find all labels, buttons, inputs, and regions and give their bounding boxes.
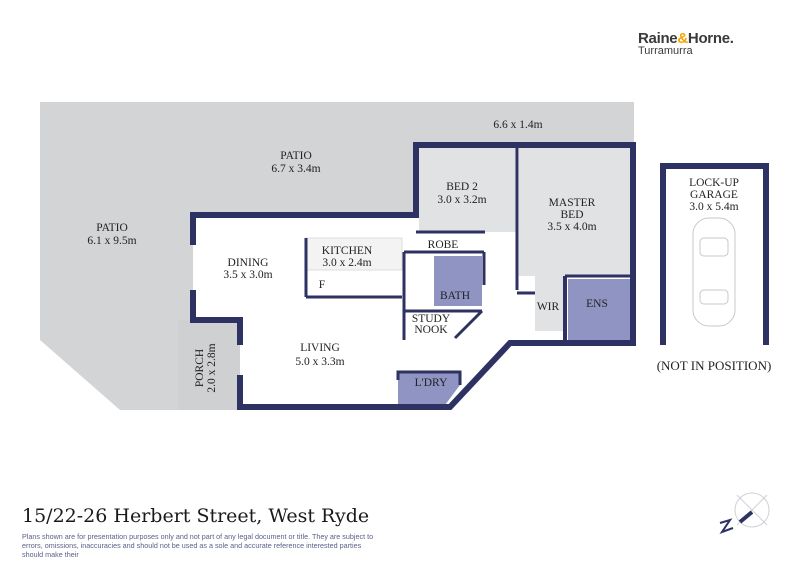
patio-area	[40, 102, 634, 410]
master-floor	[519, 148, 630, 276]
brand-word-1: Raine	[638, 30, 678, 47]
master-size: 3.5 x 4.0m	[547, 221, 596, 233]
kitchen-size: 3.0 x 2.4m	[322, 257, 371, 269]
living-label: LIVING	[300, 342, 340, 354]
master-label-2: BED	[561, 209, 584, 221]
brand-ampersand: &	[677, 30, 688, 47]
patio-left-label: PATIO	[96, 222, 128, 234]
porch-size: 2.0 x 2.8m	[206, 343, 218, 392]
laundry-floor	[398, 372, 460, 405]
fridge-label: F	[319, 279, 325, 291]
garage-label-1: LOCK-UP	[689, 177, 739, 189]
wir-floor	[535, 276, 565, 331]
car-icon	[692, 217, 736, 327]
patio-left-size: 6.1 x 9.5m	[87, 235, 136, 247]
patio-top-size: 6.7 x 3.4m	[271, 163, 320, 175]
brand-logo: Raine&Horne. Turramurra	[638, 30, 734, 57]
garage-note: (NOT IN POSITION)	[657, 358, 772, 373]
brand-word-2: Horne	[687, 30, 730, 47]
bath-label: BATH	[440, 290, 470, 302]
kitchen-label: KITCHEN	[322, 245, 373, 257]
ens-floor	[568, 279, 630, 341]
study-label-1: STUDY	[412, 313, 451, 325]
robe-label: ROBE	[428, 239, 459, 251]
walls	[190, 142, 636, 410]
laundry-label: L'DRY	[415, 377, 448, 389]
dining-label: DINING	[228, 257, 269, 269]
patio-top-label: PATIO	[280, 150, 312, 162]
living-size: 5.0 x 3.3m	[295, 356, 344, 368]
dining-size: 3.5 x 3.0m	[223, 269, 272, 281]
kitchen-bench	[305, 237, 403, 271]
porch-area	[178, 320, 240, 410]
north-compass-icon	[719, 492, 770, 534]
master-label-1: MASTER	[549, 197, 596, 209]
garage-walls	[660, 163, 769, 345]
disclaimer: Plans shown are for presentation purpose…	[22, 532, 374, 559]
brand-dot: .	[729, 30, 734, 47]
wir-label: WIR	[537, 301, 560, 313]
patio-strip-size: 6.6 x 1.4m	[493, 119, 542, 131]
property-address: 15/22-26 Herbert Street, West Ryde	[22, 505, 370, 527]
bath-floor	[434, 256, 482, 306]
porch-label: PORCH	[194, 349, 206, 387]
garage-size: 3.0 x 5.4m	[689, 201, 738, 213]
ens-label: ENS	[586, 298, 608, 310]
office-name: Turramurra	[638, 45, 693, 57]
bed2-size: 3.0 x 3.2m	[437, 194, 486, 206]
garage-label-2: GARAGE	[690, 189, 738, 201]
bed2-floor	[419, 148, 517, 232]
bed2-label: BED 2	[446, 181, 478, 193]
brand-name: Raine&Horne.	[638, 30, 734, 47]
study-label-2: NOOK	[414, 324, 448, 336]
